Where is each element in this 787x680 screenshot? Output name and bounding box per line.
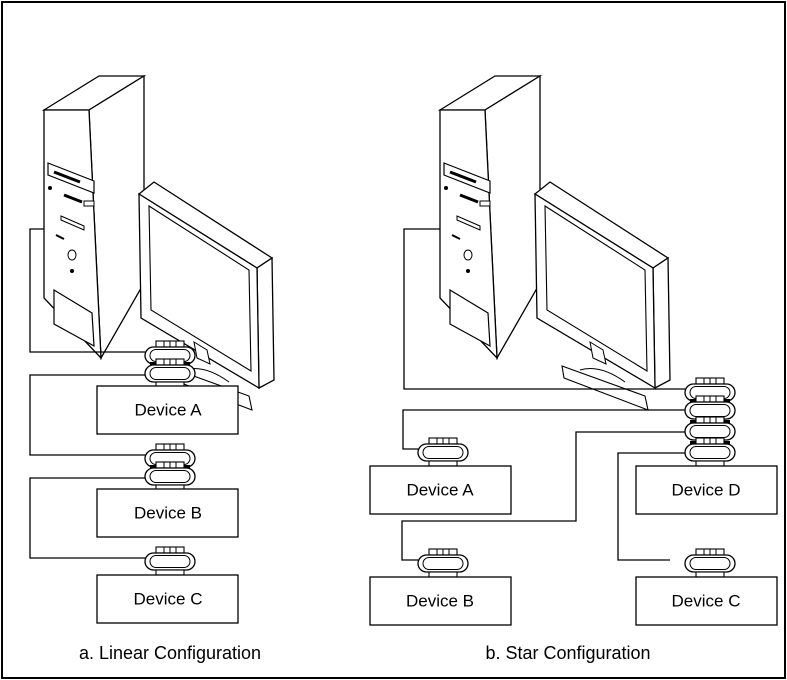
star-device-c-box [635,576,778,626]
stacked-connector-icon [684,377,736,467]
cable-loop-1 [29,374,145,456]
single-connector-icon [417,437,469,467]
cable-hub-to-device-c [617,452,685,561]
stacked-connector-icon [144,443,196,491]
linear-device-b-box [96,488,239,538]
desktop-computer-icon [438,74,672,412]
cable-loop-2 [29,477,145,559]
star-device-b-box [369,576,512,626]
star-device-d-box [635,465,778,515]
star-device-a-box [369,465,512,515]
linear-device-c-box [96,574,239,624]
stacked-connector-icon [144,340,196,388]
linear-device-a-label: Device A [134,400,202,419]
star-configuration: Device A Device D Device B Device C b. S… [369,74,778,663]
star-device-d-label: Device D [672,480,741,499]
star-device-a-label: Device A [406,480,474,499]
linear-device-b-label: Device B [134,503,202,522]
single-connector-icon [684,548,736,578]
star-device-b-label: Device B [406,591,474,610]
linear-configuration: Device A Device B Device C a. Linear Con… [29,74,276,663]
single-connector-icon [144,546,196,576]
cable-hub-to-device-a [402,409,685,450]
linear-device-c-label: Device C [134,589,203,608]
star-caption: b. Star Configuration [485,643,650,663]
linear-caption: a. Linear Configuration [79,643,261,663]
linear-device-a-box [96,385,239,435]
single-connector-icon [417,548,469,578]
star-device-c-label: Device C [672,591,741,610]
cable-pc-to-stack-1 [29,228,145,353]
cable-hub-to-device-b [401,431,685,561]
cable-pc-to-hub [403,228,685,390]
